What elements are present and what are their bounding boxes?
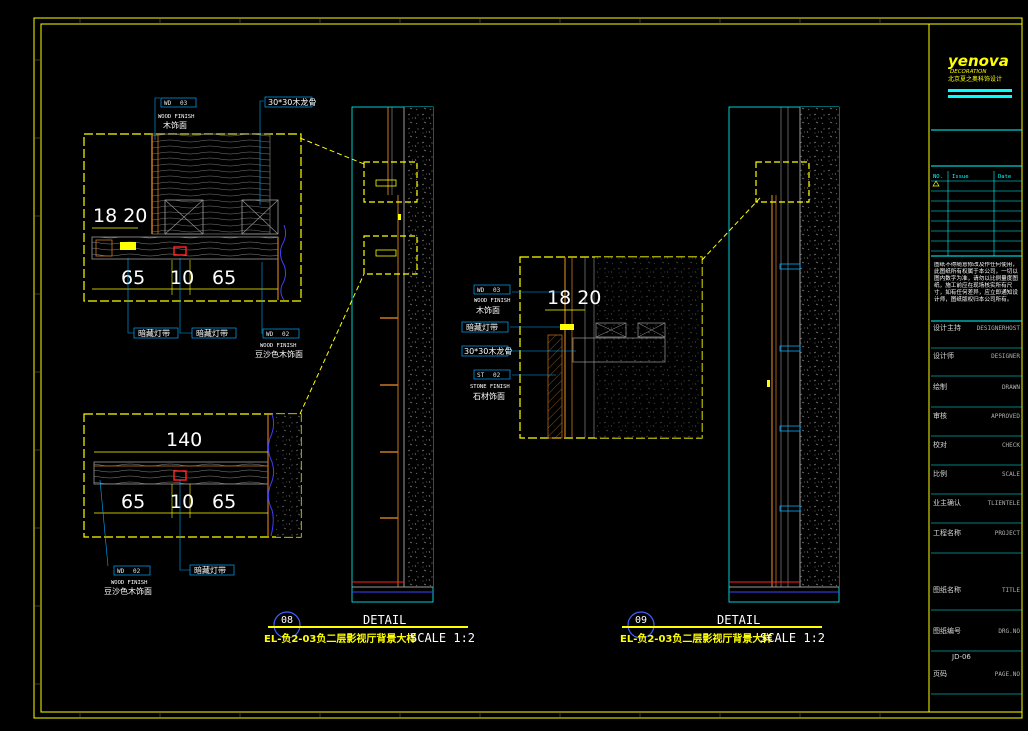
tag-09-wood-code: WD — [477, 287, 485, 294]
tag-08b-sand-code: WD — [117, 568, 125, 575]
title-block-label-cn: 比例 — [933, 469, 947, 478]
tag-08b-sand-no: 02 — [133, 568, 141, 575]
detail09-section — [701, 106, 840, 603]
title-block-label-en: PAGE.NO — [995, 671, 1021, 678]
tag-08a-sand-no: 02 — [282, 331, 290, 338]
title-block-label-en: DESIGNERHOST — [977, 325, 1021, 332]
detail09-enlargement: 18 20 WD 03 WOOD FINISH 木饰面 暗藏灯带 30*30木龙… — [461, 256, 703, 439]
detail-09-label: DETAIL — [717, 613, 760, 627]
tag-08a-led1: 暗藏灯带 — [138, 328, 170, 338]
revision-rows — [931, 171, 1022, 256]
title-block-label-en: DESIGNER — [991, 353, 1020, 360]
title-block-label-cn: 页码 — [933, 670, 947, 678]
title-block-label-en: DRAWN — [1002, 384, 1020, 391]
title-block-label-en: CHECK — [1002, 442, 1020, 449]
title-block-label-en: TLIENTELE — [987, 500, 1020, 507]
title-block-label-en: TITLE — [1002, 587, 1020, 594]
dim-08b-1: 65 — [121, 491, 145, 513]
dim-top-08b: 140 — [166, 429, 202, 451]
dim-top-09: 18 20 — [547, 287, 601, 309]
tag-08a-wood-code: WD — [164, 100, 172, 107]
dim-top-08a: 18 20 — [93, 205, 147, 227]
tag-08a-wood-no: 03 — [180, 100, 188, 107]
detail-bubble-09 — [627, 611, 655, 639]
dim-08b-2: 10 — [170, 491, 194, 513]
led-strip-b — [173, 246, 187, 256]
detail08-section — [299, 106, 434, 603]
detail09-title: 09 DETAIL EL-负2-03负二层影视厅背景大样 SCALE 1:2 — [620, 611, 825, 645]
dim-08a-1: 65 — [121, 267, 145, 289]
tag-08a-wood-cn: 木饰面 — [163, 120, 187, 130]
tag-09-keel: 30*30木龙骨 — [464, 346, 512, 356]
accent-bar-1 — [948, 89, 1012, 92]
accent-bar-2 — [948, 95, 1012, 98]
title-block-label-cn: 工程名称 — [933, 528, 961, 537]
outer-frame — [33, 17, 1023, 719]
detail08-bottom-enlargement: 140 65 10 65 WD 02 WOOD FINISH 豆沙色木饰面 暗藏… — [83, 413, 302, 596]
title-block-label-en: SCALE — [1002, 471, 1020, 478]
brand-logo: yenova — [948, 52, 1009, 70]
detail-08-label: DETAIL — [363, 613, 406, 627]
detail-09-number: 09 — [635, 615, 647, 626]
detail-bubble-08 — [273, 611, 301, 639]
detail08-title: 08 DETAIL EL-负2-03负二层影视厅背景大样 SCALE 1:2 — [264, 611, 475, 645]
tag-09-wood-cn: 木饰面 — [476, 305, 500, 315]
title-block-label-cn: 审核 — [933, 411, 947, 420]
detail08-top-enlargement: 18 20 65 10 65 WD 03 WOOD FINISH 木饰面 30*… — [83, 96, 316, 359]
title-block-label-cn: 绘制 — [933, 382, 947, 391]
notice-box: 图纸不得随意修改及作任何使用，此图纸所有权属于本公司，一切以图内数字为准，请勿以… — [934, 262, 1018, 303]
tag-08a-keel: 30*30木龙骨 — [268, 97, 316, 107]
detail-09-title: EL-负2-03负二层影视厅背景大样 — [620, 632, 772, 645]
rev-header-issue: Issue — [952, 174, 969, 180]
tag-09-stone-no: 02 — [493, 372, 501, 379]
tag-08a-wood-en: WOOD FINISH — [158, 114, 194, 120]
title-block-label-en: PROJECT — [995, 530, 1021, 537]
tag-08a-sand-code: WD — [266, 331, 274, 338]
revision-triangle-icon — [932, 180, 940, 187]
title-block-label-cn: 设计师 — [933, 351, 954, 360]
notice-text: 图纸不得随意修改及作任何使用，此图纸所有权属于本公司，一切以图内数字为准，请勿以… — [934, 262, 1018, 303]
tag-09-wood-no: 03 — [493, 287, 501, 294]
detail-08-title: EL-负2-03负二层影视厅背景大样 — [264, 632, 416, 645]
brand-sub: DECORATION — [950, 69, 987, 75]
led-strip-a — [120, 242, 136, 250]
tag-08b-sand-en: WOOD FINISH — [111, 580, 147, 586]
detail-08-number: 08 — [281, 615, 293, 626]
tag-08a-led2: 暗藏灯带 — [196, 328, 228, 338]
rev-header-no: NO. — [933, 174, 943, 180]
dim-08b-3: 65 — [212, 491, 236, 513]
tag-09-stone-code: ST — [477, 372, 485, 379]
tag-09-led: 暗藏灯带 — [466, 322, 498, 332]
detail-08-scale: SCALE 1:2 — [410, 631, 475, 645]
title-block-label-en: DRG.NO — [998, 628, 1020, 635]
ruler-ticks — [34, 18, 881, 718]
detail-09-scale: SCALE 1:2 — [760, 631, 825, 645]
tag-08a-sand-en: WOOD FINISH — [260, 343, 296, 349]
company-name: 北京夏之奥科饰设计 — [948, 75, 1002, 83]
dim-08a-2: 10 — [170, 267, 194, 289]
title-block: yenova DECORATION 北京夏之奥科饰设计 NO. Issue Da… — [928, 24, 1022, 712]
tag-09-stone-cn: 石材饰面 — [473, 391, 505, 401]
tag-09-wood-en: WOOD FINISH — [474, 298, 510, 304]
tag-08b-led: 暗藏灯带 — [194, 565, 226, 575]
tag-08a-sand-cn: 豆沙色木饰面 — [255, 349, 303, 359]
title-block-label-en: APPROVED — [991, 413, 1020, 420]
title-block-label-cn: 设计主持 — [933, 323, 961, 332]
title-block-label-cn: 图纸编号 — [933, 626, 961, 635]
title-block-label-cn: 校对 — [933, 440, 947, 449]
title-block-label-cn: 业主确认 — [933, 498, 961, 507]
title-block-label-cn: 图纸名称 — [933, 585, 961, 594]
drawing-number-value: JD-06 — [951, 653, 971, 661]
rev-header-date: Date — [998, 174, 1011, 180]
tag-09-stone-en: STONE FINISH — [470, 384, 510, 390]
tag-08b-sand-cn: 豆沙色木饰面 — [104, 586, 152, 596]
title-block-rows: 设计主持 DESIGNERHOST 设计师 DESIGNER 绘制 DRAWN 审核 APPR… — [931, 323, 1022, 695]
dim-08a-3: 65 — [212, 267, 236, 289]
